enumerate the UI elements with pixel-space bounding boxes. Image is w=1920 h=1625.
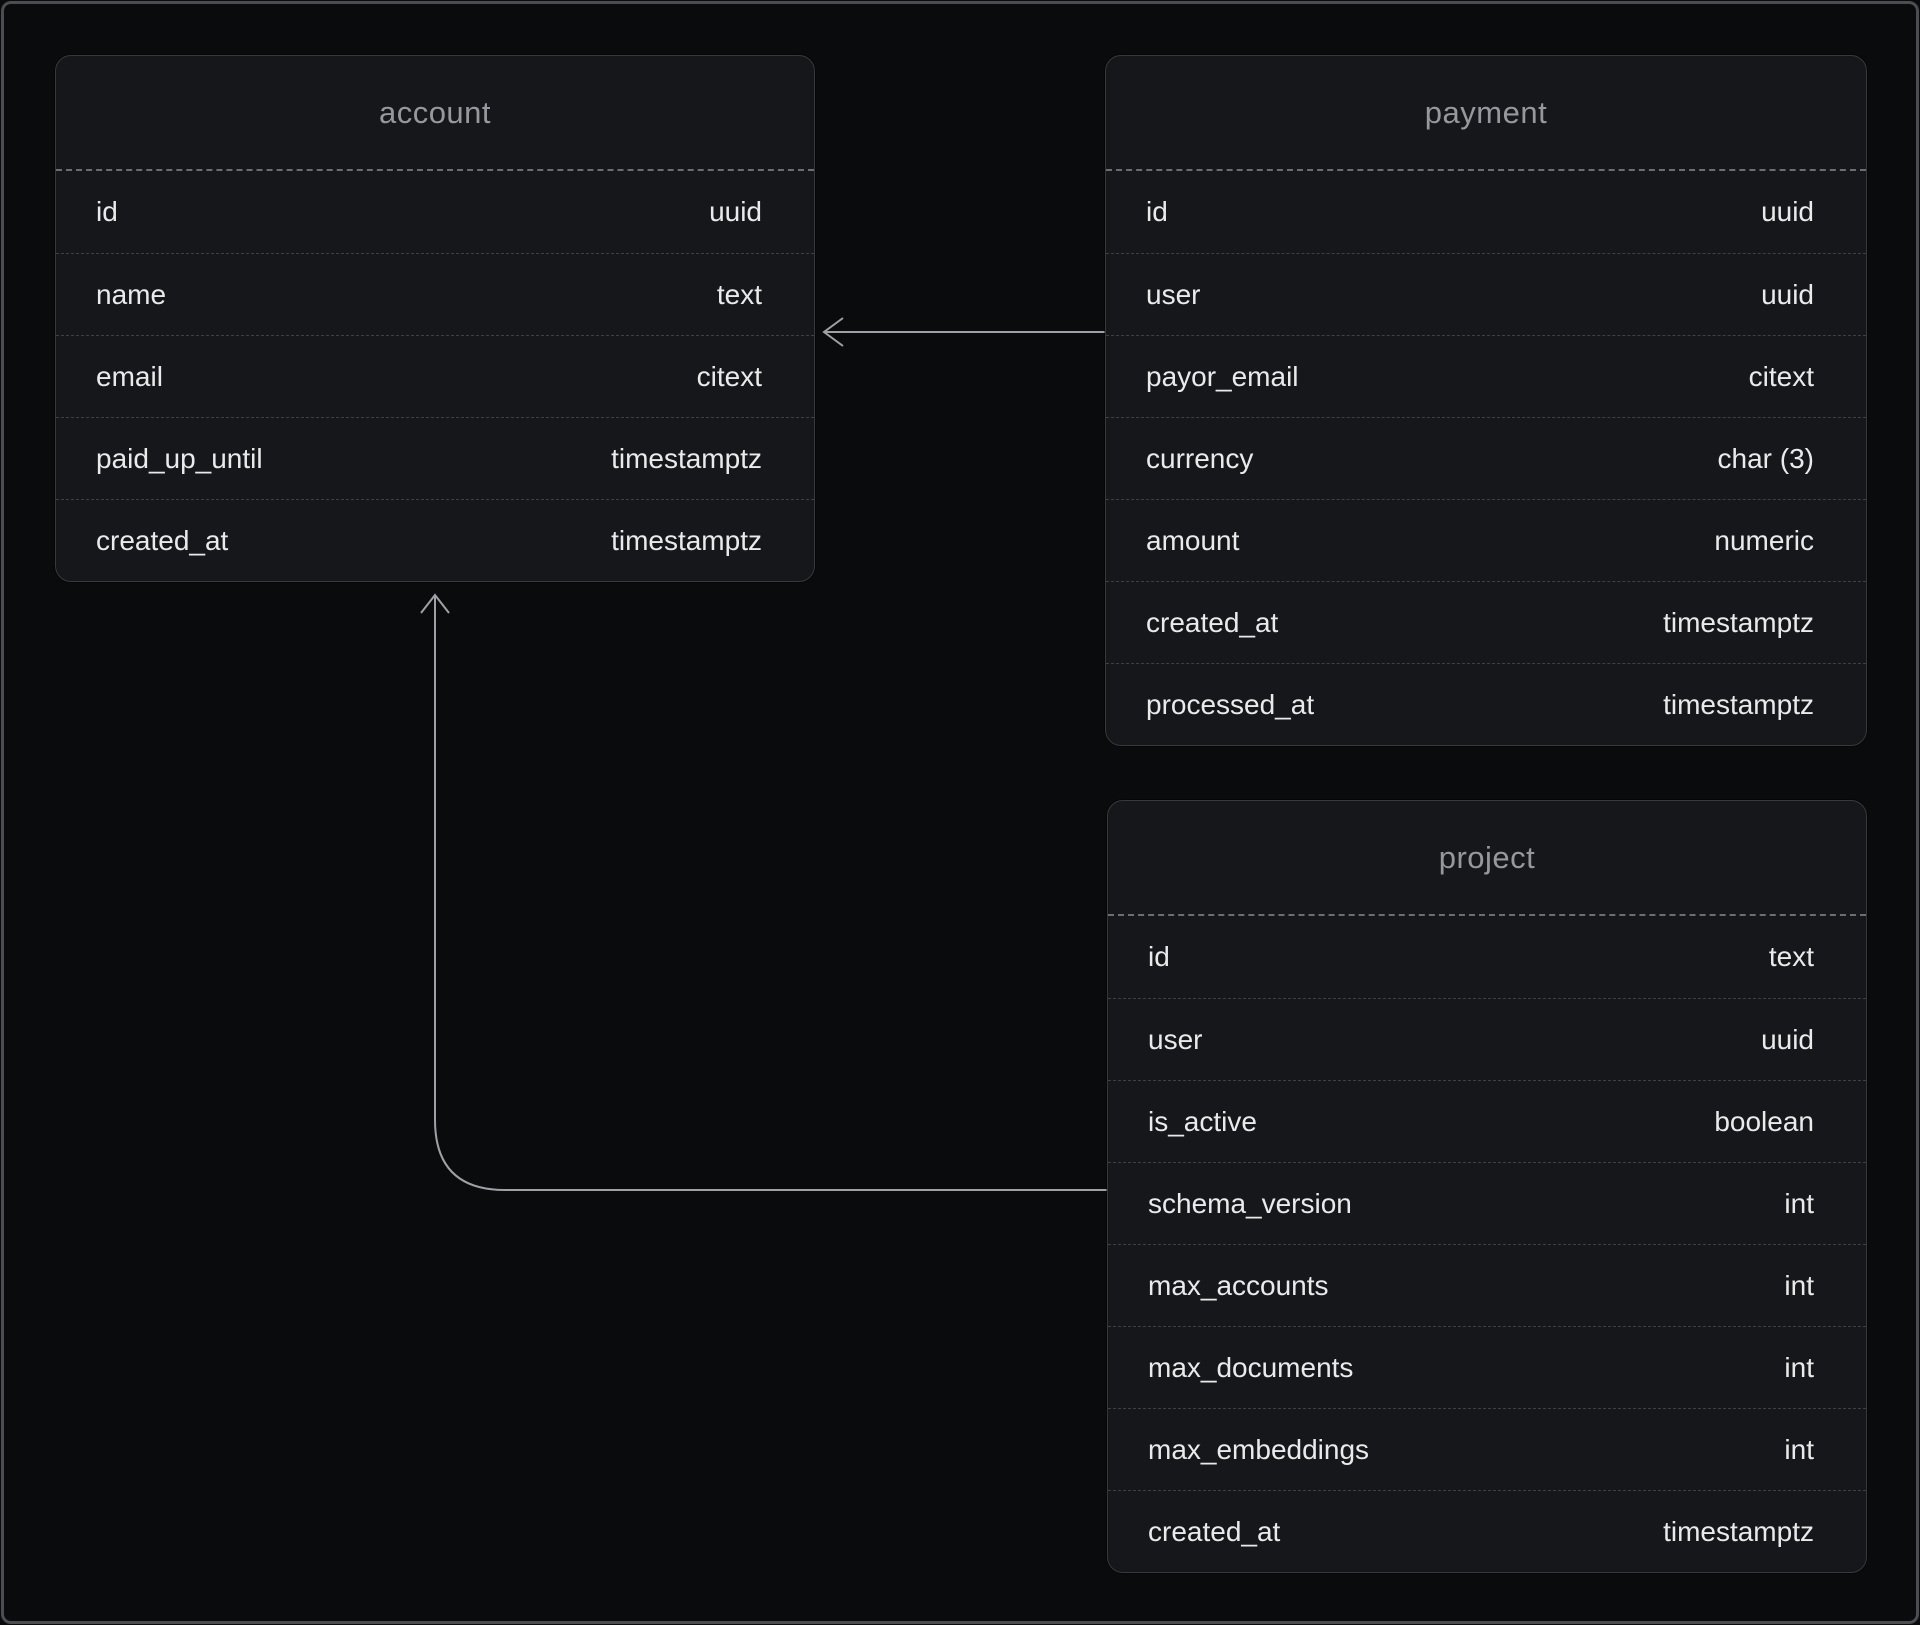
field-name: paid_up_until bbox=[96, 442, 263, 474]
field-name: max_accounts bbox=[1148, 1269, 1329, 1301]
table-project[interactable]: project id text user uuid is_active bool… bbox=[1107, 800, 1867, 1573]
field-name: processed_at bbox=[1146, 688, 1315, 720]
field-type: boolean bbox=[1714, 1105, 1814, 1137]
field-type: int bbox=[1784, 1187, 1814, 1219]
field-type: char (3) bbox=[1717, 442, 1814, 474]
field-type: uuid bbox=[1761, 1023, 1814, 1055]
relation-project-to-account[interactable] bbox=[420, 593, 1108, 1191]
field-row-project-id[interactable]: id text bbox=[1108, 916, 1866, 998]
field-row-account-id[interactable]: id uuid bbox=[56, 171, 814, 253]
table-payment[interactable]: payment id uuid user uuid payor_email ci… bbox=[1105, 55, 1867, 746]
field-row-account-paid-up-until[interactable]: paid_up_until timestamptz bbox=[56, 417, 814, 499]
field-name: max_documents bbox=[1148, 1351, 1354, 1383]
field-row-payment-payor-email[interactable]: payor_email citext bbox=[1106, 335, 1866, 417]
field-type: uuid bbox=[1761, 196, 1814, 227]
table-account-header[interactable]: account bbox=[56, 56, 814, 171]
field-type: citext bbox=[1748, 360, 1814, 392]
field-name: id bbox=[96, 196, 118, 227]
field-type: uuid bbox=[1761, 278, 1814, 310]
table-payment-fields: id uuid user uuid payor_email citext cur… bbox=[1106, 171, 1866, 745]
field-row-project-max-documents[interactable]: max_documents int bbox=[1108, 1326, 1866, 1408]
field-type: timestamptz bbox=[611, 442, 762, 474]
field-type: timestamptz bbox=[611, 524, 762, 556]
field-name: payor_email bbox=[1146, 360, 1299, 392]
field-type: text bbox=[716, 278, 762, 310]
field-name: is_active bbox=[1148, 1105, 1257, 1137]
field-name: name bbox=[96, 278, 167, 310]
field-row-payment-user[interactable]: user uuid bbox=[1106, 253, 1866, 335]
field-row-payment-processed-at[interactable]: processed_at timestamptz bbox=[1106, 663, 1866, 745]
field-name: created_at bbox=[96, 524, 229, 556]
field-type: timestamptz bbox=[1663, 606, 1814, 638]
field-row-project-created-at[interactable]: created_at timestamptz bbox=[1108, 1490, 1866, 1572]
table-payment-title: payment bbox=[1424, 94, 1548, 130]
table-payment-header[interactable]: payment bbox=[1106, 56, 1866, 171]
field-type: uuid bbox=[709, 196, 762, 227]
table-account-fields: id uuid name text email citext paid_up_u… bbox=[56, 171, 814, 581]
field-row-project-schema-version[interactable]: schema_version int bbox=[1108, 1162, 1866, 1244]
field-row-project-max-accounts[interactable]: max_accounts int bbox=[1108, 1244, 1866, 1326]
field-name: user bbox=[1146, 278, 1201, 310]
relation-line bbox=[434, 596, 1108, 1191]
field-row-project-is-active[interactable]: is_active boolean bbox=[1108, 1080, 1866, 1162]
field-name: id bbox=[1148, 941, 1170, 972]
arrowhead-left-icon bbox=[822, 317, 844, 347]
table-project-fields: id text user uuid is_active boolean sche… bbox=[1108, 916, 1866, 1572]
arrowhead-up-icon bbox=[420, 593, 450, 614]
field-type: int bbox=[1784, 1351, 1814, 1383]
field-type: int bbox=[1784, 1269, 1814, 1301]
field-row-payment-id[interactable]: id uuid bbox=[1106, 171, 1866, 253]
field-row-account-email[interactable]: email citext bbox=[56, 335, 814, 417]
field-type: citext bbox=[696, 360, 762, 392]
field-name: created_at bbox=[1148, 1515, 1281, 1547]
field-row-project-max-embeddings[interactable]: max_embeddings int bbox=[1108, 1408, 1866, 1490]
field-row-payment-currency[interactable]: currency char (3) bbox=[1106, 417, 1866, 499]
table-project-header[interactable]: project bbox=[1108, 801, 1866, 916]
field-type: timestamptz bbox=[1663, 1515, 1814, 1547]
field-type: int bbox=[1784, 1433, 1814, 1465]
field-name: currency bbox=[1146, 442, 1254, 474]
field-name: schema_version bbox=[1148, 1187, 1352, 1219]
field-row-account-name[interactable]: name text bbox=[56, 253, 814, 335]
field-type: text bbox=[1768, 941, 1814, 972]
field-row-account-created-at[interactable]: created_at timestamptz bbox=[56, 499, 814, 581]
field-row-project-user[interactable]: user uuid bbox=[1108, 998, 1866, 1080]
table-account-title: account bbox=[378, 94, 492, 130]
field-type: timestamptz bbox=[1663, 688, 1814, 720]
field-row-payment-amount[interactable]: amount numeric bbox=[1106, 499, 1866, 581]
field-name: created_at bbox=[1146, 606, 1279, 638]
field-type: numeric bbox=[1714, 524, 1814, 556]
field-name: amount bbox=[1146, 524, 1240, 556]
field-name: email bbox=[96, 360, 163, 392]
field-name: user bbox=[1148, 1023, 1203, 1055]
table-project-title: project bbox=[1438, 839, 1536, 875]
field-row-payment-created-at[interactable]: created_at timestamptz bbox=[1106, 581, 1866, 663]
table-account[interactable]: account id uuid name text email citext p… bbox=[55, 55, 815, 582]
field-name: id bbox=[1146, 196, 1168, 227]
relation-payment-to-account[interactable] bbox=[822, 317, 1106, 347]
field-name: max_embeddings bbox=[1148, 1433, 1370, 1465]
